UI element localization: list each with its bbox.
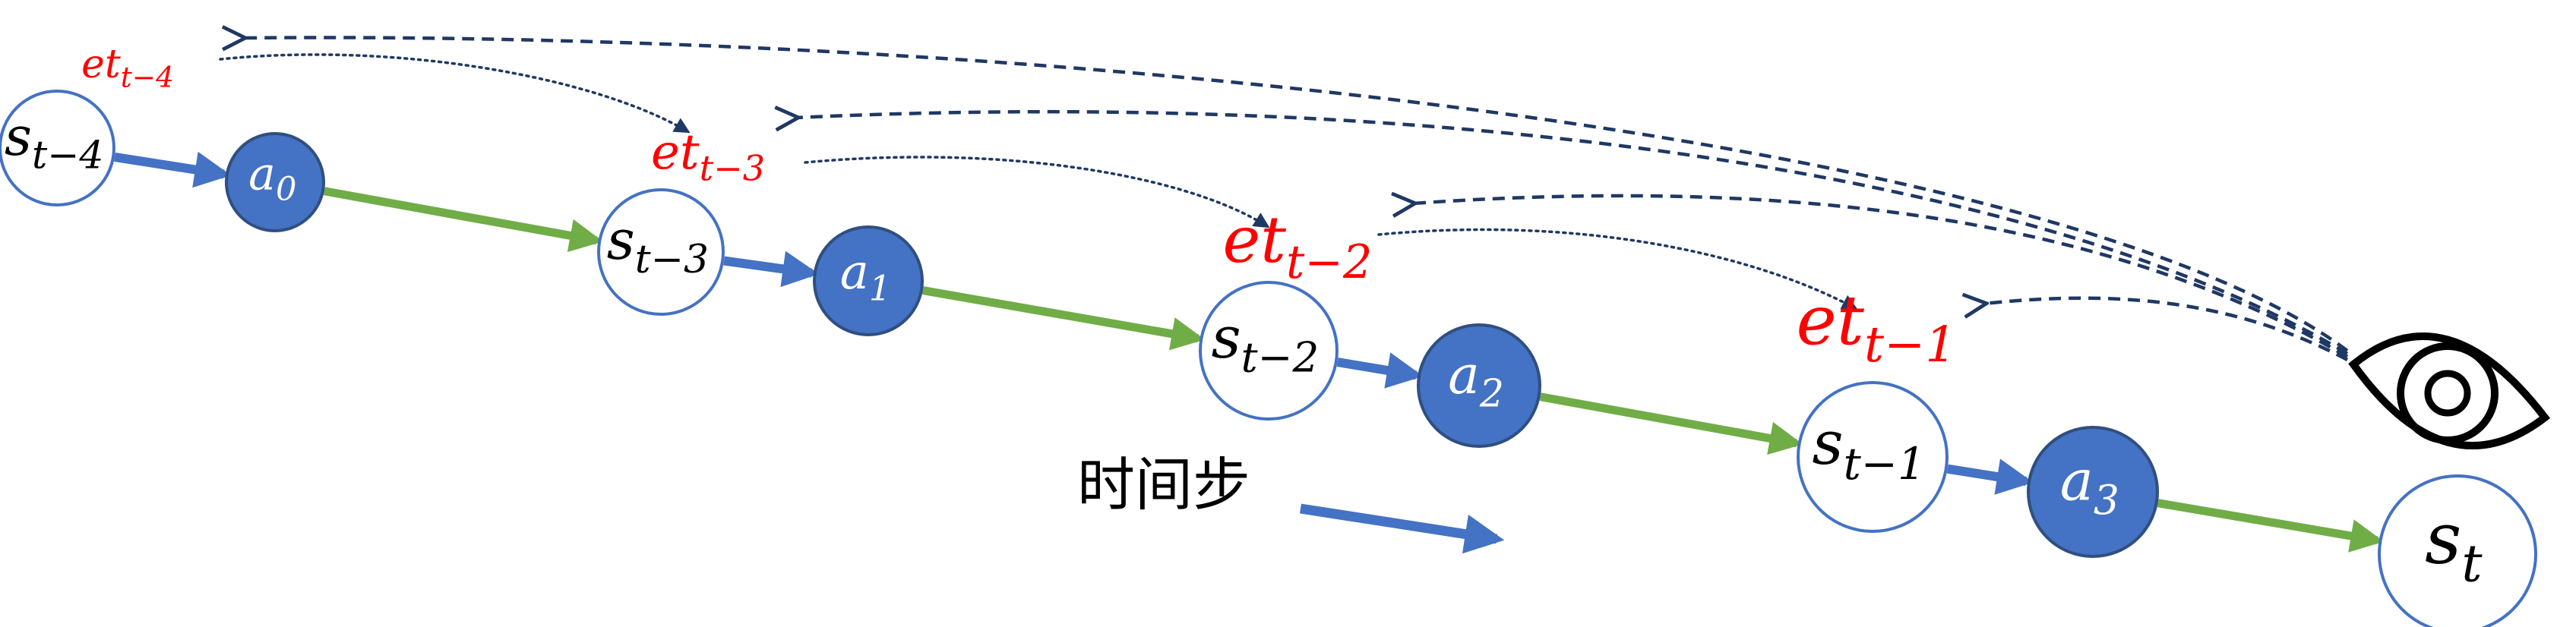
- state-label: st−1: [1813, 408, 1926, 490]
- action-label-base: a: [2060, 449, 2094, 514]
- feedback-arrow-et-t-1: [1984, 298, 2349, 361]
- state-node: st: [2378, 474, 2537, 627]
- state-label: st: [2425, 498, 2483, 593]
- et-label-base: et: [1223, 203, 1287, 277]
- state-label: st−3: [607, 208, 709, 282]
- action-label-subscript: 1: [869, 267, 891, 308]
- state-label: st−2: [1212, 304, 1320, 381]
- state-node: st−1: [1797, 381, 1949, 533]
- action-node: a2: [1417, 323, 1541, 448]
- legend-label: 时间步: [1077, 451, 1250, 518]
- state-label-base: s: [607, 208, 635, 272]
- action-label: a0: [248, 147, 296, 209]
- state-label: st−4: [5, 106, 103, 177]
- feedback-arrow-et-t-2: [1413, 196, 2349, 358]
- action-label: a1: [840, 244, 891, 308]
- action-label: a3: [2060, 449, 2119, 524]
- state-node: st−4: [0, 90, 115, 206]
- state-label-subscript: t: [2461, 533, 2483, 593]
- state-node: st−2: [1199, 281, 1339, 421]
- trace-arrow-2: [804, 156, 1270, 228]
- state-circle: [597, 188, 725, 316]
- et-label-base: et: [651, 124, 700, 181]
- feedback-arrows: [243, 37, 2349, 361]
- trace-arrow-1: [219, 53, 691, 134]
- action-node: a3: [2027, 426, 2159, 558]
- state-label-subscript: t−2: [1241, 333, 1320, 382]
- arrow-s_t-1-to-a_3: [1946, 458, 2034, 495]
- state-label-base: s: [1212, 304, 1241, 371]
- feedback-arrow-et-t-3: [796, 112, 2349, 355]
- arrow-a_3-to-s_t: [2157, 499, 2385, 553]
- action-label-base: a: [840, 244, 869, 300]
- arrow-a_0-to-s_t-3: [323, 187, 604, 253]
- legend: 时间步: [1077, 451, 1505, 554]
- action-circle: [813, 225, 924, 336]
- action-circle: [1417, 323, 1541, 448]
- state-circle: [0, 90, 115, 206]
- state-circle: [1199, 281, 1339, 421]
- right-arrow-icon: [1300, 503, 1505, 554]
- et-label-subscript: t−3: [700, 147, 765, 188]
- arrow-a_1-to-s_t-2: [921, 286, 1206, 351]
- action-label: a2: [1448, 344, 1504, 415]
- arrow-s_t-2-to-a_2: [1336, 352, 1424, 389]
- trace-arrows: [219, 53, 1858, 310]
- et-label: ett−3: [651, 124, 765, 189]
- et-label: ett−4: [81, 42, 174, 94]
- action-label-subscript: 0: [276, 171, 296, 209]
- action-label-base: a: [248, 147, 276, 200]
- state-label-subscript: t−4: [32, 132, 104, 177]
- et-label-subscript: t−2: [1286, 235, 1372, 288]
- state-label-base: s: [5, 106, 32, 168]
- state-node: st−3: [597, 188, 725, 316]
- action-circle: [225, 132, 325, 232]
- state-label-subscript: t−3: [635, 237, 709, 282]
- action-node: a1: [813, 225, 924, 336]
- et-label-base: et: [81, 42, 121, 87]
- state-label-base: s: [1813, 408, 1844, 478]
- state-circle: [1797, 381, 1949, 533]
- trace-arrow-3: [1377, 228, 1858, 310]
- state-circle: [2378, 474, 2537, 627]
- state-label-base: s: [2425, 498, 2461, 581]
- action-label-subscript: 2: [1479, 370, 1504, 415]
- action-node: a0: [225, 132, 325, 232]
- arrow-a_2-to-s_t-1: [1539, 392, 1803, 455]
- et-label-subscript: t−1: [1864, 317, 1957, 373]
- state-label-subscript: t−1: [1844, 439, 1926, 490]
- et-label: ett−1: [1797, 281, 1957, 373]
- et-label-base: et: [1797, 281, 1865, 361]
- action-label-base: a: [1448, 344, 1480, 406]
- feedback-arrow-et-t-4: [243, 37, 2349, 352]
- arrow-s_t-4-to-a_0: [114, 151, 232, 188]
- arrow-s_t-3-to-a_1: [723, 250, 820, 288]
- action-circle: [2027, 426, 2159, 558]
- et-label-subscript: t−4: [121, 60, 174, 93]
- action-label-subscript: 3: [2094, 477, 2119, 524]
- eye-icon: [2348, 332, 2551, 450]
- et-label: ett−2: [1223, 203, 1373, 288]
- transition-arrows: [114, 151, 2385, 553]
